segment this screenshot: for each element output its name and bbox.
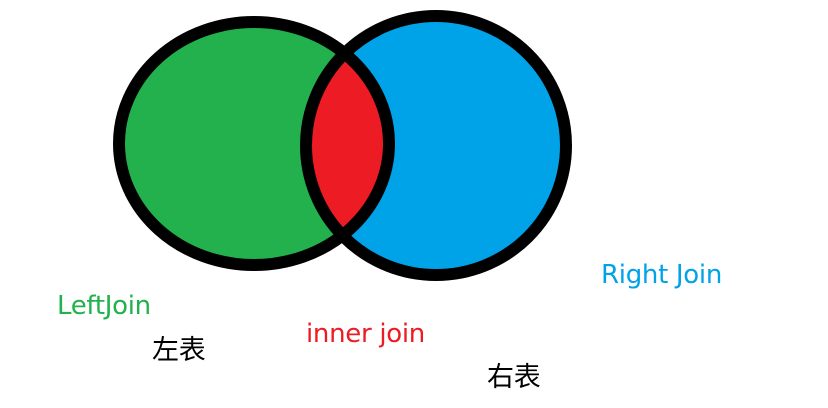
- right-set-outline: [300, 10, 572, 281]
- left-table-label: 左表: [152, 335, 206, 366]
- left-set-outline: [113, 16, 395, 271]
- right-join-label: Right Join: [601, 260, 723, 290]
- left-join-label: LeftJoin: [57, 291, 151, 321]
- right-table-label: 右表: [487, 362, 541, 393]
- inner-join-label: inner join: [306, 319, 425, 349]
